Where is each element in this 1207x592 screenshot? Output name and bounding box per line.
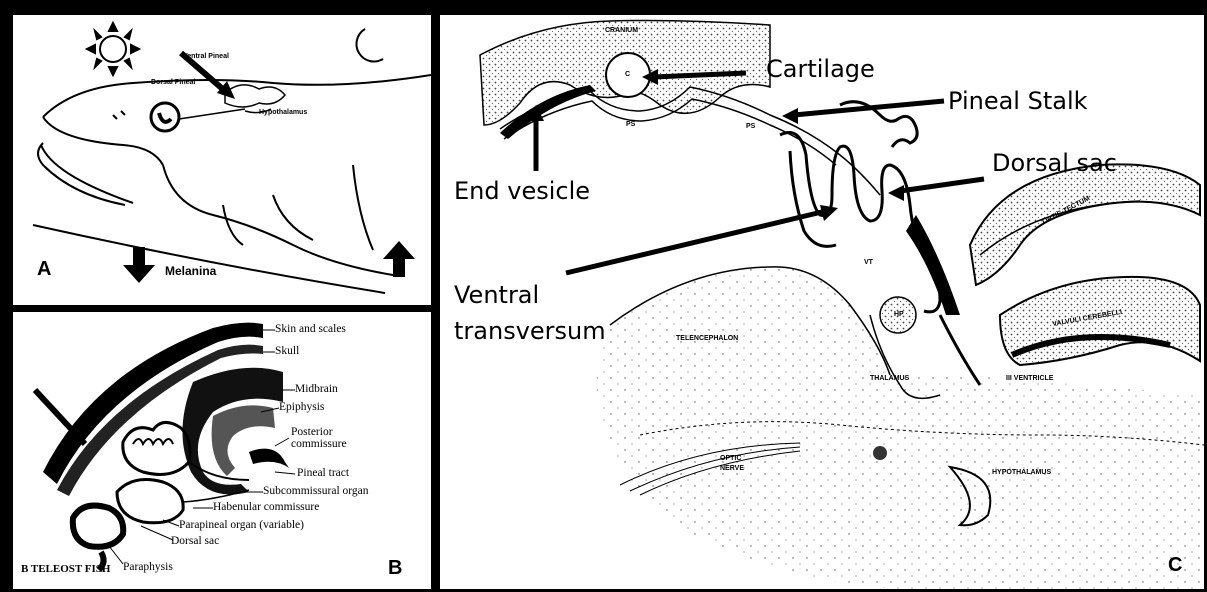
panel-a: Ventral Pineal Dorsal Pineal Hypothalamu… <box>13 15 431 305</box>
label-hypothalamus-c: HYPOTHALAMUS <box>992 469 1051 476</box>
label-skin-scales: Skin and scales <box>275 324 346 336</box>
label-parapineal-organ: Parapineal organ (variable) <box>179 520 304 532</box>
midbrain <box>182 368 283 495</box>
label-iii-ventricle: III VENTRICLE <box>1006 375 1053 382</box>
label-ps-2: PS <box>746 123 755 130</box>
label-pineal-tract: Pineal tract <box>297 468 349 480</box>
fish-head-outline <box>33 75 431 293</box>
panel-b-letter: B <box>388 558 402 578</box>
optic-tectum <box>970 164 1200 285</box>
panel-c-letter: C <box>1168 555 1182 575</box>
panel-a-letter: A <box>37 259 51 279</box>
panel-b-caption: B TELEOST FISH <box>21 564 110 575</box>
label-cranium: CRANIUM <box>605 27 638 34</box>
dorsal-sac-dark <box>906 215 960 315</box>
label-epiphysis: Epiphysis <box>279 402 324 414</box>
panel-b-drawing <box>13 312 431 589</box>
label-ventral: Ventral <box>454 283 539 307</box>
panel-b: Skin and scales Skull Midbrain Epiphysis… <box>13 312 431 589</box>
arrow-up-icon <box>383 241 415 277</box>
label-ps-1: PS <box>626 121 635 128</box>
label-nerve: NERVE <box>720 465 744 472</box>
pineal-tract-shape <box>249 449 289 468</box>
label-pineal-stalk: Pineal Stalk <box>948 89 1088 113</box>
small-dark-circle <box>873 446 887 460</box>
label-posterior-commissure: Posterior commissure <box>291 426 371 450</box>
label-hypothalamus-a: Hypothalamus <box>259 109 307 116</box>
label-vt: VT <box>864 259 873 266</box>
label-melanina: Melanina <box>165 265 216 277</box>
label-cartilage: Cartilage <box>766 57 875 81</box>
label-dorsal-sac-c: Dorsal sac <box>992 151 1117 175</box>
fish-eye <box>151 103 179 131</box>
label-transversum: transversum <box>454 319 606 343</box>
label-ev: EV <box>532 109 541 116</box>
label-midbrain: Midbrain <box>295 384 338 396</box>
label-end-vesicle: End vesicle <box>454 179 590 203</box>
label-dorsal-sac-b: Dorsal sac <box>171 536 219 548</box>
arrow-down-icon <box>123 247 155 283</box>
label-c-circle: C <box>625 71 630 78</box>
panel-c: Cartilage Pineal Stalk Dorsal sac End ve… <box>440 15 1204 589</box>
moon-icon <box>357 29 383 61</box>
panel-c-drawing <box>440 15 1204 589</box>
label-habenular-commissure: Habenular commissure <box>213 502 319 514</box>
light-arrow-b <box>35 390 85 444</box>
label-ventral-pineal: Ventral Pineal <box>183 53 229 60</box>
label-dorsal-pineal: Dorsal Pineal <box>151 79 195 86</box>
label-paraphysis: Paraphysis <box>123 562 173 574</box>
label-thalamus: THALAMUS <box>870 375 909 382</box>
sun-icon <box>87 23 139 75</box>
valvuli-cerebelli <box>1000 277 1200 365</box>
label-hp: HP <box>894 311 904 318</box>
label-subcommissural-organ: Subcommissural organ <box>263 486 369 498</box>
label-skull: Skull <box>275 346 299 358</box>
label-optic: OPTIC <box>720 455 741 462</box>
label-telencephalon: TELENCEPHALON <box>676 335 738 342</box>
